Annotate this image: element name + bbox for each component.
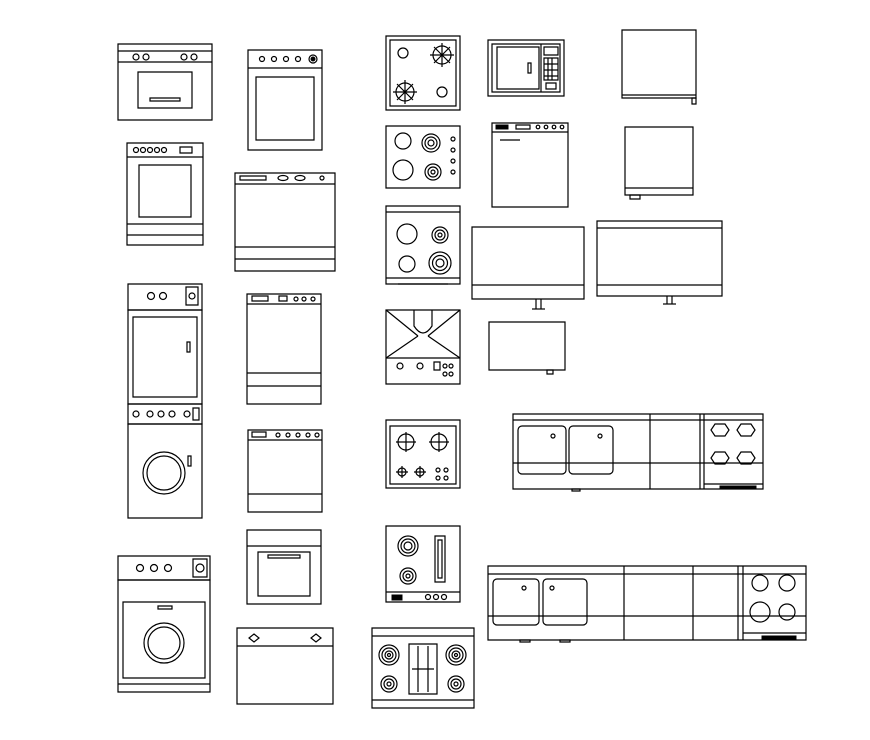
electric-cooktop-plan <box>386 126 460 188</box>
under-counter-refrigerator-elevation <box>625 127 693 199</box>
range-front-elevation <box>127 143 203 245</box>
coil-cooktop-with-grill-plan <box>386 526 460 602</box>
refrigerator-elevation <box>622 30 696 104</box>
dishwasher-front-elevation-2 <box>247 294 321 404</box>
range-with-griddle-plan <box>372 628 474 708</box>
kitchen-counter-with-sink-and-cooktop-plan-2 <box>488 566 806 642</box>
gas-cooktop-plan <box>386 36 460 110</box>
wall-oven-front-elevation-2 <box>237 628 333 704</box>
wall-mounted-panel-elevation-2 <box>597 221 722 304</box>
front-load-washer-front-elevation <box>118 556 210 692</box>
small-appliance-elevation <box>489 322 565 374</box>
built-in-oven-front-elevation <box>247 530 321 604</box>
dishwasher-front-elevation-4 <box>492 123 568 207</box>
compact-washer-front-elevation <box>248 50 322 150</box>
dishwasher-front-elevation-3 <box>248 430 322 512</box>
gas-cooktop-plan-2 <box>386 420 460 488</box>
radiant-cooktop-plan <box>386 206 460 284</box>
microwave-front-elevation <box>488 40 564 96</box>
dishwasher-front-elevation <box>235 173 335 271</box>
wall-mounted-panel-elevation <box>472 227 584 309</box>
kitchen-counter-with-sink-and-cooktop-plan <box>513 414 763 491</box>
hood-cooktop-plan <box>386 310 460 384</box>
stacked-washer-front-elevation <box>128 404 202 518</box>
wall-oven-front-elevation <box>118 44 212 120</box>
stacked-dryer-front-elevation <box>128 284 202 404</box>
